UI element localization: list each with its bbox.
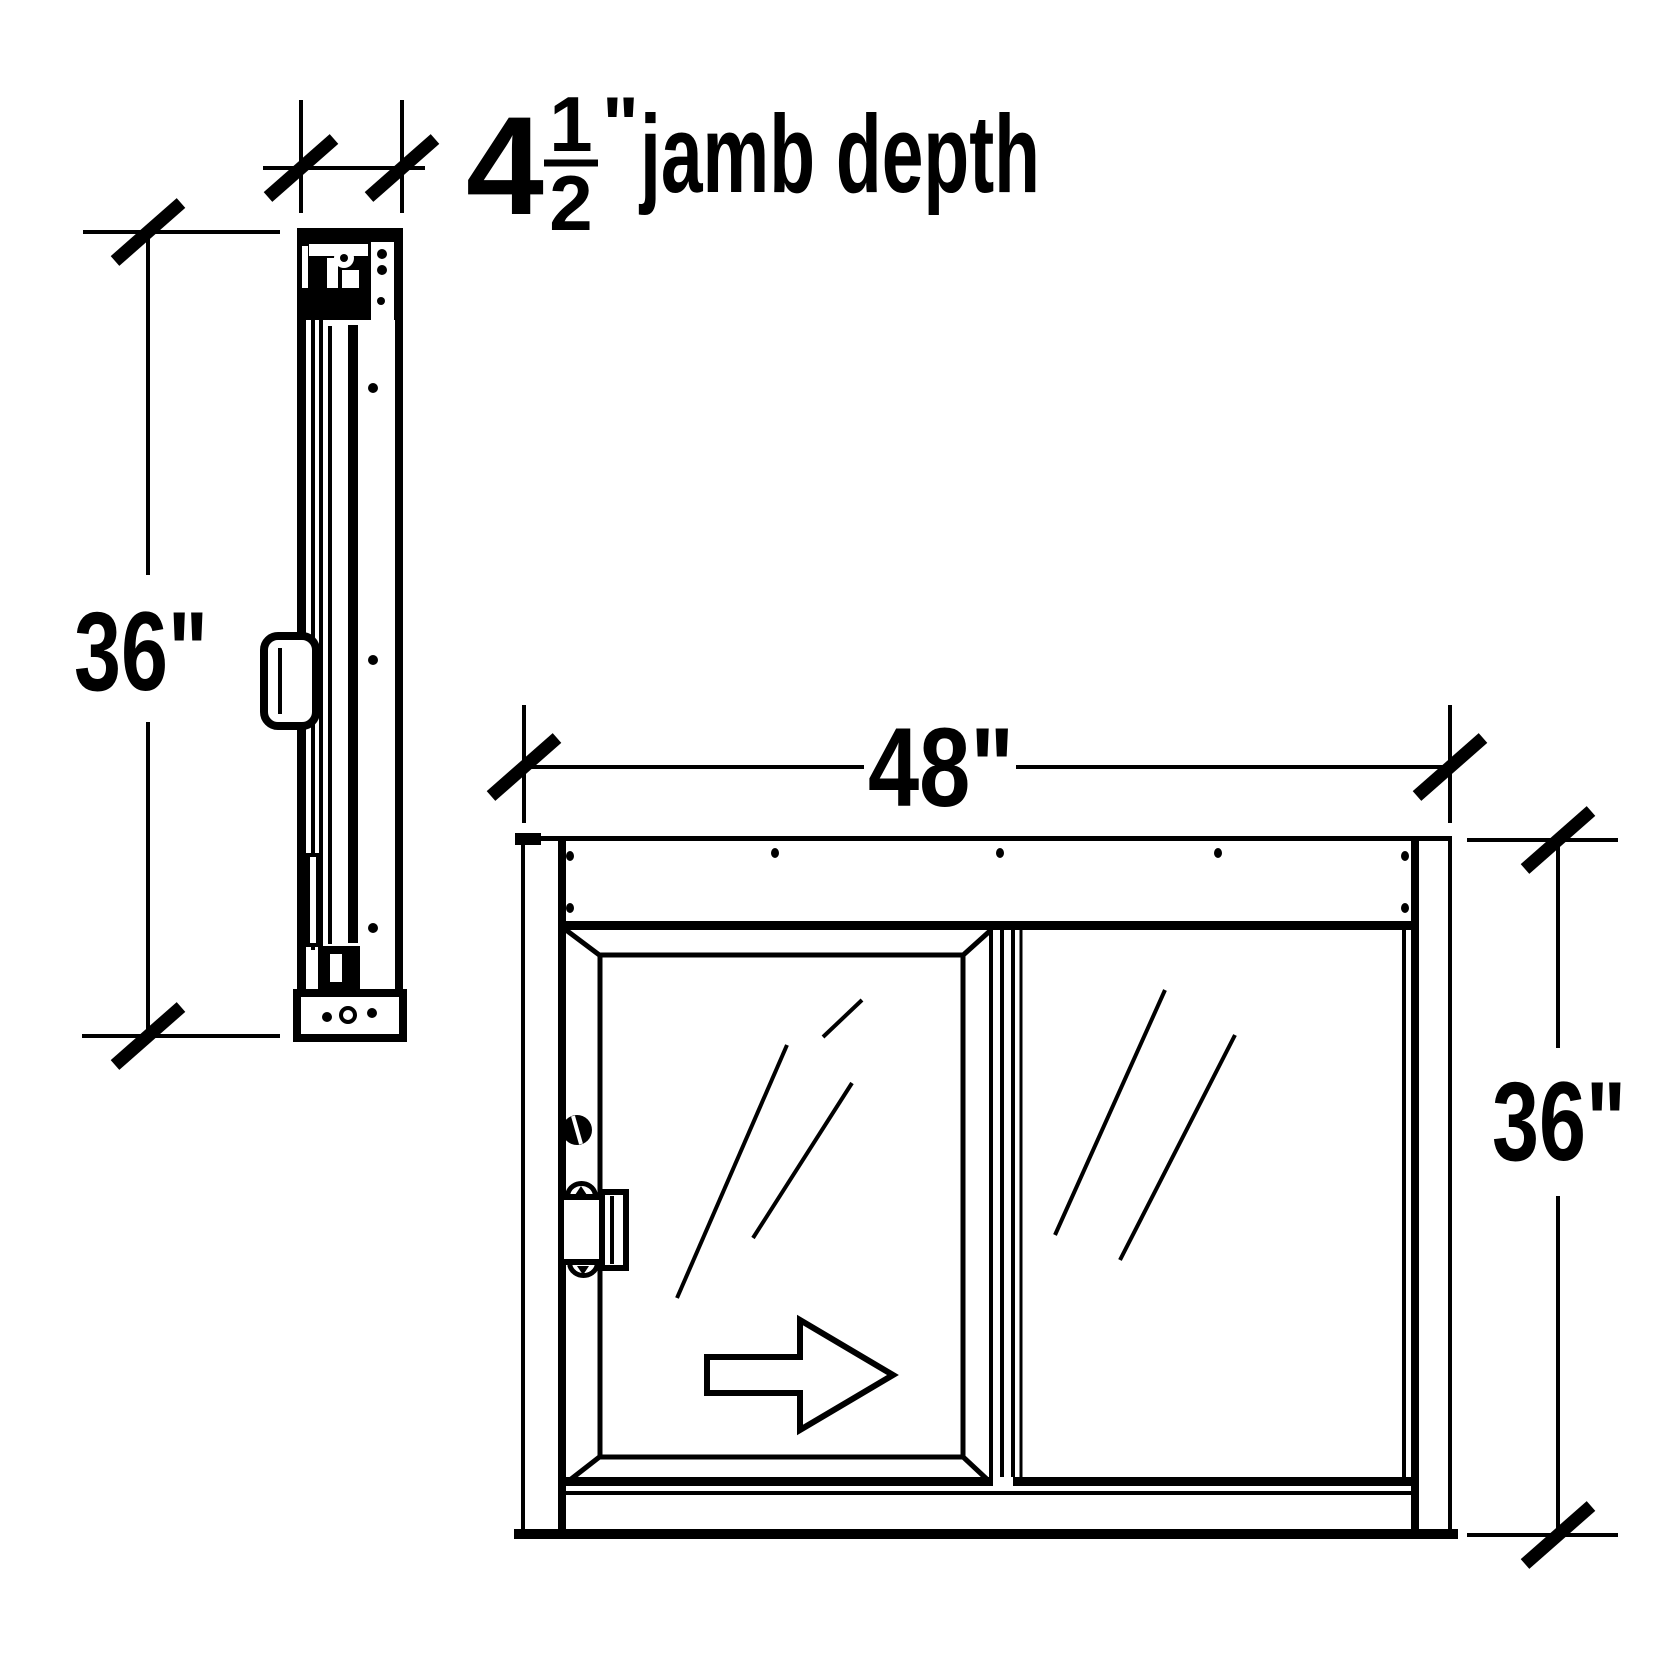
dimension-width — [486, 705, 1488, 823]
profile-sill-plate — [293, 989, 407, 1042]
meeting-stile — [1000, 930, 1015, 1477]
screw-dot — [1401, 851, 1409, 861]
jamb-depth-fraction-denominator: 2 — [549, 159, 592, 247]
jamb-depth-inch-mark: " — [602, 80, 639, 168]
dimension-tick — [263, 134, 339, 202]
jamb-depth-label: jamb depth — [639, 93, 1040, 216]
sash-bevel — [959, 928, 993, 959]
jamb-depth-fraction-numerator: 1 — [549, 80, 592, 168]
dimension-height — [1467, 806, 1618, 1569]
screw-dot — [1401, 903, 1409, 913]
dimension-tick — [364, 134, 440, 202]
frame-outline — [514, 833, 1458, 1539]
profile-channels — [311, 320, 332, 950]
profile-handle — [260, 632, 320, 730]
screw-dot — [377, 265, 387, 275]
profile-bottom-bracket — [318, 946, 360, 994]
profile-sash-rail — [348, 325, 358, 943]
height-label: 36" — [1492, 1059, 1626, 1184]
glass-reflection-line — [821, 998, 864, 1039]
screw-dot — [771, 848, 779, 858]
jamb-depth-whole-number: 4 — [466, 87, 544, 244]
screw-dot — [996, 848, 1004, 858]
screw-dot — [566, 903, 574, 913]
text-labels: 4 1 2 " jamb depth 36" 48" 36" — [74, 80, 1626, 1184]
screw-dot — [566, 851, 574, 861]
dimension-tick — [110, 198, 186, 266]
side-profile-view — [260, 228, 407, 1042]
dimension-tick — [486, 733, 562, 801]
profile-right-edge — [395, 228, 403, 998]
header-screw-dots — [566, 848, 1409, 913]
glass-reflection-line — [1053, 989, 1167, 1236]
screw-dot — [339, 1006, 357, 1024]
slide-direction-arrow-icon — [704, 1314, 899, 1436]
dimension-tick — [1520, 1501, 1596, 1569]
fixed-sash — [1013, 930, 1411, 1486]
dimension-side-height — [82, 198, 280, 1070]
screw-dot — [322, 1012, 332, 1022]
screw-dot — [367, 1008, 377, 1018]
sash-bevel — [959, 1453, 993, 1485]
screw-dot — [377, 249, 387, 259]
profile-lower-channel — [306, 853, 320, 947]
glass-reflection-line — [675, 1044, 789, 1299]
frame-corner-block — [515, 833, 541, 845]
dimension-tick — [1520, 806, 1596, 874]
front-elevation-view — [514, 833, 1458, 1539]
dimension-jamb-depth — [263, 100, 440, 213]
glass-reflection-line — [1118, 1034, 1237, 1261]
screw-dot — [1214, 848, 1222, 858]
screw-dot — [377, 297, 385, 305]
sash-bevel — [564, 1453, 604, 1485]
side-height-label: 36" — [74, 589, 208, 714]
dimension-tick — [1412, 733, 1488, 801]
left-jamb-stile — [558, 841, 566, 1533]
glass-reflection-line — [751, 1081, 854, 1240]
screw-dot — [368, 383, 378, 393]
width-label: 48" — [868, 705, 1014, 830]
dimension-tick — [110, 1002, 186, 1070]
screw-dot — [368, 923, 378, 933]
lock-knob — [562, 1115, 592, 1145]
latch-handle — [558, 1180, 629, 1279]
right-jamb-stile — [1411, 841, 1419, 1533]
screw-dot — [368, 655, 378, 665]
sliding-sash — [564, 928, 993, 1486]
profile-top-bracket — [297, 228, 403, 320]
sash-bevel — [564, 928, 604, 959]
head-rail — [566, 921, 1411, 930]
